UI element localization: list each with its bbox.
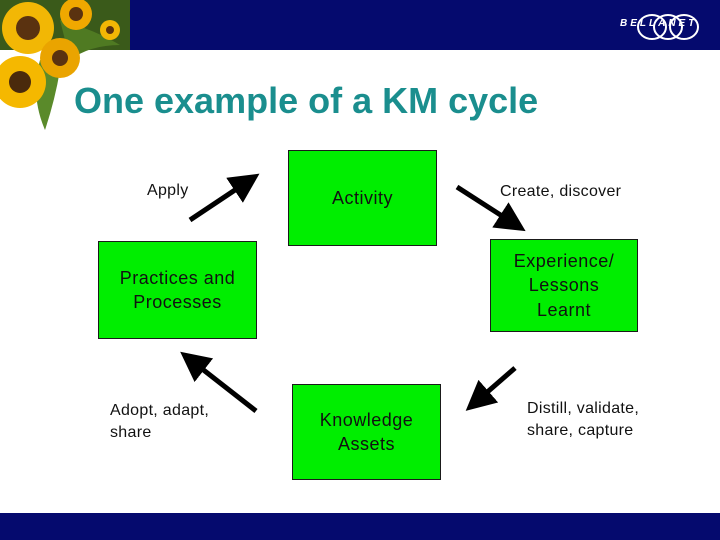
adopt-label: Adopt, adapt, share bbox=[110, 402, 210, 441]
sunflower-image bbox=[0, 0, 130, 130]
bellanet-logo bbox=[637, 14, 699, 40]
sunflower-icon bbox=[2, 2, 54, 54]
knowledge-assets-box: Knowledge Assets bbox=[292, 384, 441, 480]
experience-box: Experience/ Lessons Learnt bbox=[490, 239, 638, 332]
arrow-adopt bbox=[180, 351, 258, 413]
footer-bar bbox=[0, 513, 720, 540]
arrow-apply bbox=[188, 173, 260, 223]
sunflower-icon bbox=[100, 20, 120, 40]
activity-box: Activity bbox=[288, 150, 437, 246]
logo-text: BELLANET bbox=[620, 18, 698, 29]
sunflower-icon bbox=[60, 0, 92, 30]
arrow-distill bbox=[465, 366, 517, 411]
sunflower-icon bbox=[0, 56, 46, 108]
practices-box: Practices and Processes bbox=[98, 241, 257, 339]
slide-title: One example of a KM cycle bbox=[74, 80, 539, 121]
arrow-create bbox=[455, 184, 526, 232]
sunflower-icon bbox=[40, 38, 80, 78]
create-label: Create, discover bbox=[500, 183, 622, 200]
distill-label: Distill, validate, share, capture bbox=[527, 400, 640, 439]
apply-label: Apply bbox=[147, 182, 189, 199]
